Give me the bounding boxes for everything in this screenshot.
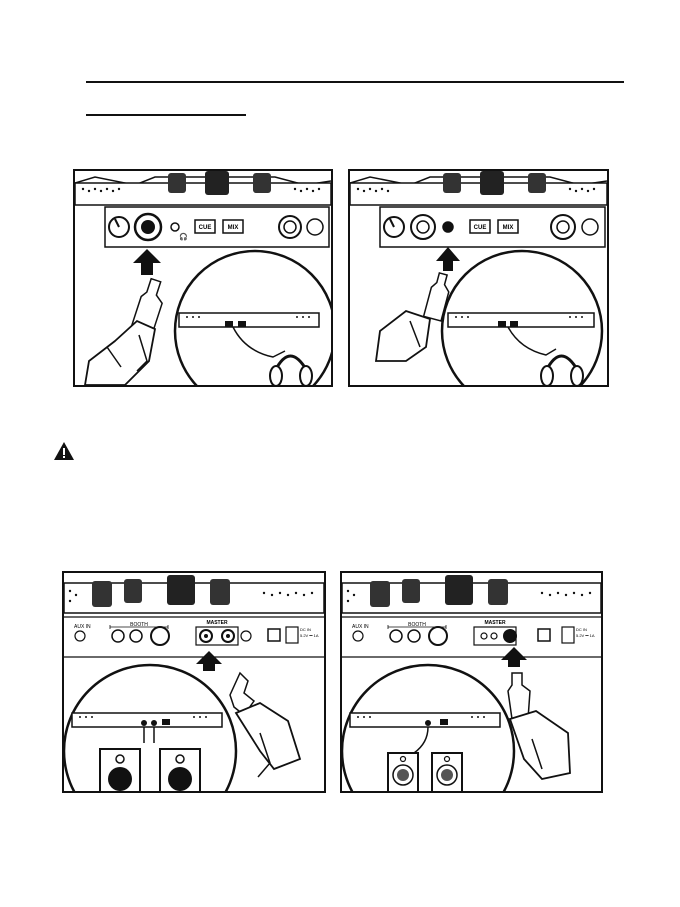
arrow-up-icon xyxy=(501,647,527,667)
headphone-jack-small-icon xyxy=(171,223,179,231)
section-title-underline xyxy=(86,114,246,116)
dc-in-spec: 5.2V ⎓ 1A xyxy=(576,633,595,638)
dc-in-label: DC IN xyxy=(300,627,311,632)
dc-in-label: DC IN xyxy=(576,627,587,632)
master-knob-icon xyxy=(241,631,251,641)
aux-in-jack-icon xyxy=(75,631,85,641)
inset-headphones-diagram xyxy=(175,251,331,385)
master-jack-r-icon xyxy=(504,630,516,642)
booth-jack-r-icon xyxy=(130,630,142,642)
arrow-up-icon xyxy=(196,651,222,671)
hand-with-plug-icon xyxy=(508,673,570,779)
mix-label: MIX xyxy=(503,225,514,231)
booth-jack-l-icon xyxy=(112,630,124,642)
hand-with-plug-icon xyxy=(376,272,453,361)
svg-text:🎧: 🎧 xyxy=(179,232,188,241)
master-label: MASTER xyxy=(206,620,228,626)
booth-knob-icon xyxy=(429,627,447,645)
hand-with-plug-icon xyxy=(230,673,300,777)
aux-in-jack-icon xyxy=(353,631,363,641)
arrow-up-icon xyxy=(436,247,460,271)
arrow-up-icon xyxy=(133,249,161,275)
inset-headphones-diagram xyxy=(442,251,602,385)
mic-volume-knob-icon xyxy=(307,219,323,235)
master-jack-l-icon xyxy=(481,633,487,639)
speaker-illustration-right: AUX IN BOOTH MASTER DC IN 5.2V ⎓ 1A xyxy=(340,571,603,793)
cue-label: CUE xyxy=(474,225,487,231)
booth-knob-icon xyxy=(151,627,169,645)
controller-top-edge xyxy=(75,171,331,205)
headphone-illustration-right: CUE MIX xyxy=(348,169,609,387)
hand-with-plug-icon xyxy=(85,277,168,385)
booth-jack-r-icon xyxy=(408,630,420,642)
inset-speakers-diagram xyxy=(64,665,236,791)
mix-label: MIX xyxy=(228,225,239,231)
usb-port-icon xyxy=(268,629,280,641)
controller-top-edge xyxy=(342,575,601,613)
cue-label: CUE xyxy=(199,225,212,231)
dc-in-port-icon xyxy=(286,627,298,643)
controller-top-edge xyxy=(64,575,324,613)
header-rule xyxy=(86,81,624,83)
aux-in-label: AUX IN xyxy=(352,624,369,630)
dc-in-port-icon xyxy=(562,627,574,643)
dc-in-spec: 5.2V ⎓ 1A xyxy=(300,633,319,638)
booth-jack-l-icon xyxy=(390,630,402,642)
master-label: MASTER xyxy=(484,620,506,626)
speaker-illustration-left: AUX IN BOOTH MASTER DC IN 5.2V ⎓ 1A xyxy=(62,571,326,793)
headphone-jack-small-icon xyxy=(443,222,453,232)
headphone-illustration-left: 🎧 CUE MIX xyxy=(73,169,333,387)
usb-port-icon xyxy=(538,629,550,641)
controller-top-edge xyxy=(350,171,607,205)
mic-volume-knob-icon xyxy=(582,219,598,235)
warning-triangle-icon xyxy=(53,441,75,461)
inset-speakers-diagram xyxy=(342,665,514,791)
aux-in-label: AUX IN xyxy=(74,624,91,630)
